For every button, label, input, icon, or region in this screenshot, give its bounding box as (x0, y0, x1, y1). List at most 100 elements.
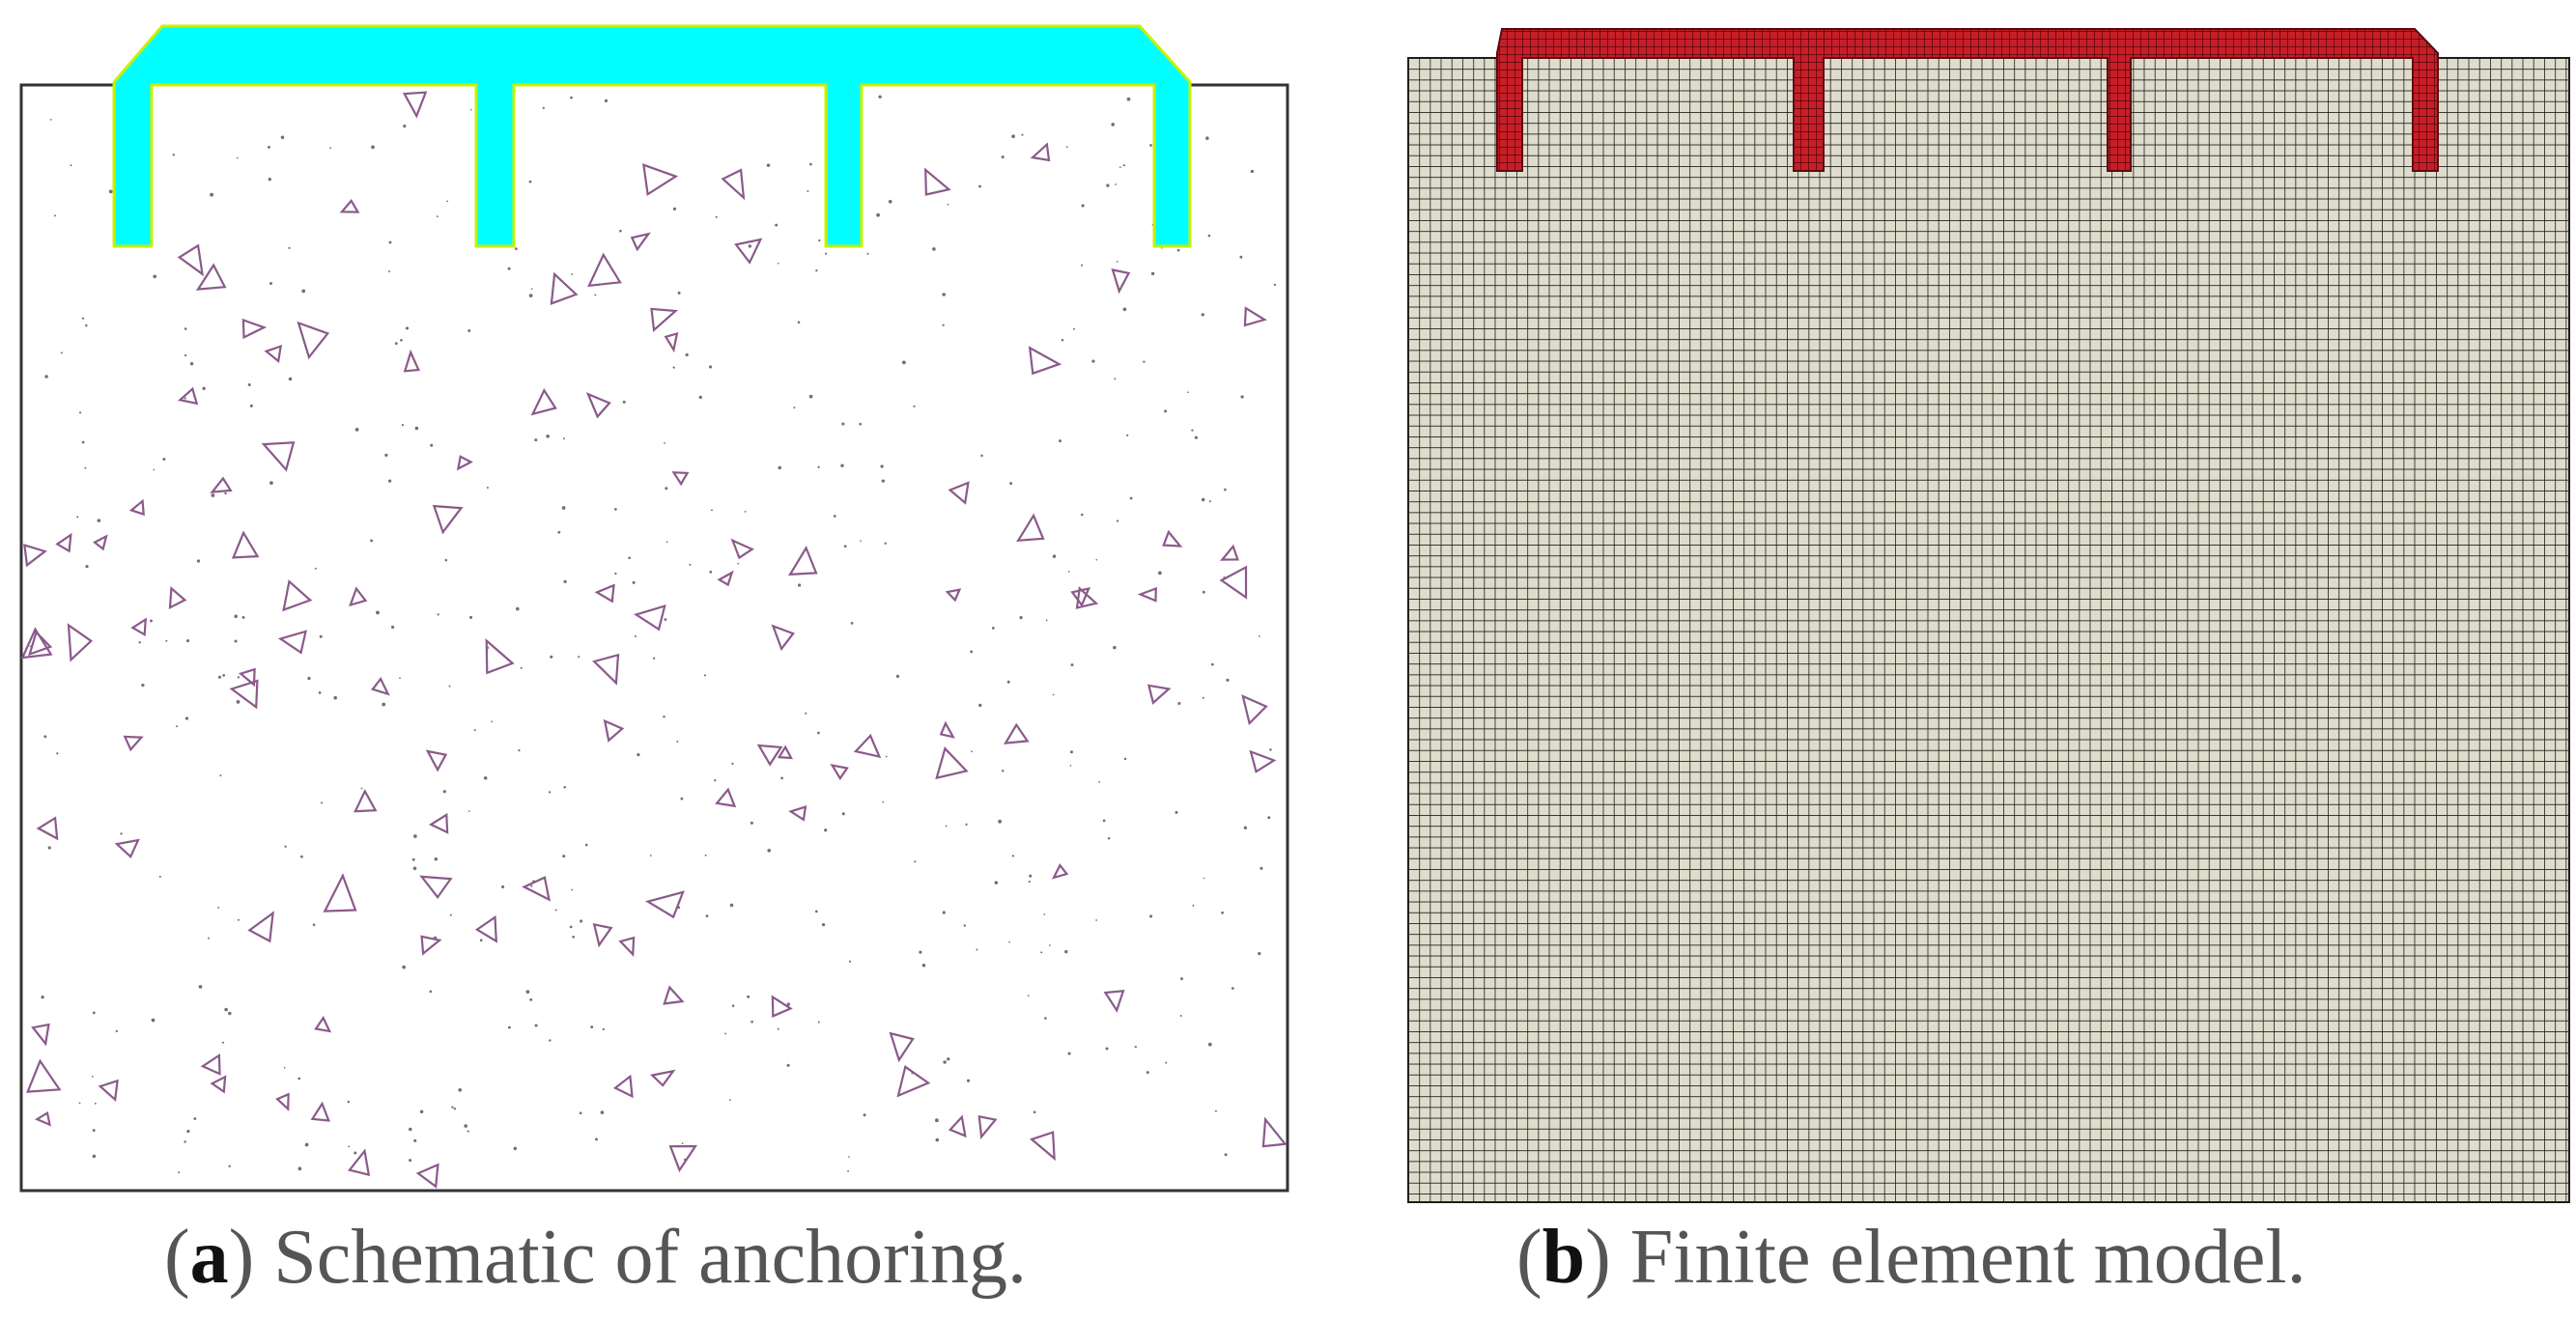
fine-particle (665, 541, 668, 544)
fine-particle (554, 909, 557, 912)
fine-particle (1044, 1017, 1047, 1020)
fine-particle (1011, 134, 1015, 139)
fine-particle (1106, 183, 1110, 187)
fine-particle (1118, 166, 1121, 168)
fine-particle (249, 404, 253, 407)
fine-particle (1205, 136, 1209, 140)
fine-particle (689, 563, 692, 566)
fine-particle (394, 342, 398, 346)
fine-particle (817, 731, 820, 735)
fine-particle (943, 1060, 947, 1064)
fine-particle (78, 411, 82, 414)
fine-particle (808, 394, 813, 399)
caption-a-text: Schematic of anchoring. (254, 1215, 1028, 1300)
fine-particle (228, 1011, 232, 1016)
fine-particle (449, 913, 452, 916)
fine-particle (413, 1138, 417, 1142)
fine-particle (162, 458, 166, 461)
fine-particle (1113, 645, 1117, 650)
aggregate-triangle (830, 764, 849, 781)
aggregate-triangle (671, 471, 690, 487)
fine-particle (288, 246, 291, 249)
aggregate-triangle (31, 1023, 50, 1047)
fine-particle (786, 1063, 790, 1067)
fine-particle (81, 317, 85, 320)
fine-particle (550, 655, 553, 659)
fine-particle (1052, 554, 1057, 558)
fine-particle (53, 214, 56, 217)
fine-particle (184, 716, 189, 720)
fine-particle (388, 270, 390, 273)
fine-particle (1250, 169, 1255, 174)
fine-particle (602, 1027, 605, 1031)
fine-particle (818, 239, 821, 242)
aggregate-triangle (1051, 863, 1069, 880)
fine-particle (402, 965, 406, 969)
fine-particle (442, 790, 446, 794)
aggregate-triangle (229, 679, 259, 710)
fine-particle (151, 1018, 156, 1023)
fine-particle (672, 207, 677, 211)
fine-particle (729, 1099, 731, 1101)
fine-particle (876, 212, 880, 217)
fine-particle (786, 1002, 791, 1006)
fine-particle (414, 426, 419, 431)
fine-particle (222, 1041, 225, 1044)
aggregate-triangle (977, 1114, 998, 1140)
aggregate-triangle (939, 720, 955, 739)
fine-particle (184, 353, 187, 357)
fine-particle (85, 564, 89, 569)
anchoring-schematic (19, 24, 1289, 1193)
fine-particle (664, 442, 665, 444)
fine-particle (347, 1100, 351, 1104)
fine-particle (976, 948, 978, 951)
fine-particle (1073, 327, 1075, 330)
aggregate-triangle (1261, 1116, 1288, 1148)
fine-particle (595, 1137, 598, 1141)
fine-particle (632, 580, 636, 584)
aggregate-triangle (130, 617, 147, 637)
concrete-block (19, 83, 1289, 1193)
fine-particle (430, 443, 434, 447)
fine-particle (1214, 1109, 1217, 1112)
fine-particle (841, 812, 845, 816)
fine-particle (49, 119, 52, 121)
fine-particle (429, 990, 433, 994)
aggregate-triangle (935, 746, 969, 780)
aggregate-triangle (370, 677, 390, 696)
fine-particle (1224, 488, 1227, 491)
fine-particle (483, 776, 488, 780)
fine-particles (29, 95, 1277, 1174)
fine-particle (224, 1007, 228, 1012)
fine-particle (534, 1024, 538, 1027)
fine-particle (888, 199, 892, 204)
aggregate-triangle (612, 1074, 634, 1099)
caption-b-text: Finite element model. (1610, 1215, 2307, 1300)
fine-particle (1059, 439, 1062, 443)
aggregate-triangle (241, 318, 268, 340)
fine-particle (1243, 826, 1248, 829)
fine-particle (412, 866, 417, 871)
fine-particle (562, 855, 566, 858)
aggregate-triangle (195, 263, 227, 291)
fine-particle (60, 351, 63, 354)
fine-particle (817, 1021, 820, 1024)
aggregate-triangle (644, 890, 685, 919)
fine-particle (1067, 1052, 1071, 1055)
fine-particle (115, 1029, 119, 1033)
fine-particle (715, 215, 718, 218)
fine-particle (453, 1108, 457, 1110)
fine-particle (880, 464, 884, 468)
fine-particle (1239, 255, 1243, 259)
fine-particle (809, 162, 812, 166)
fine-particle (665, 487, 668, 491)
aggregate-triangle (26, 1058, 62, 1093)
aggregate-triangle (896, 1064, 931, 1098)
fine-particle (329, 147, 331, 150)
fine-particle (546, 434, 550, 438)
fine-particle (947, 1057, 950, 1061)
fine-particle (680, 797, 684, 800)
fine-particle (571, 273, 574, 275)
fine-particle (775, 223, 778, 227)
fine-particle (1081, 513, 1084, 517)
